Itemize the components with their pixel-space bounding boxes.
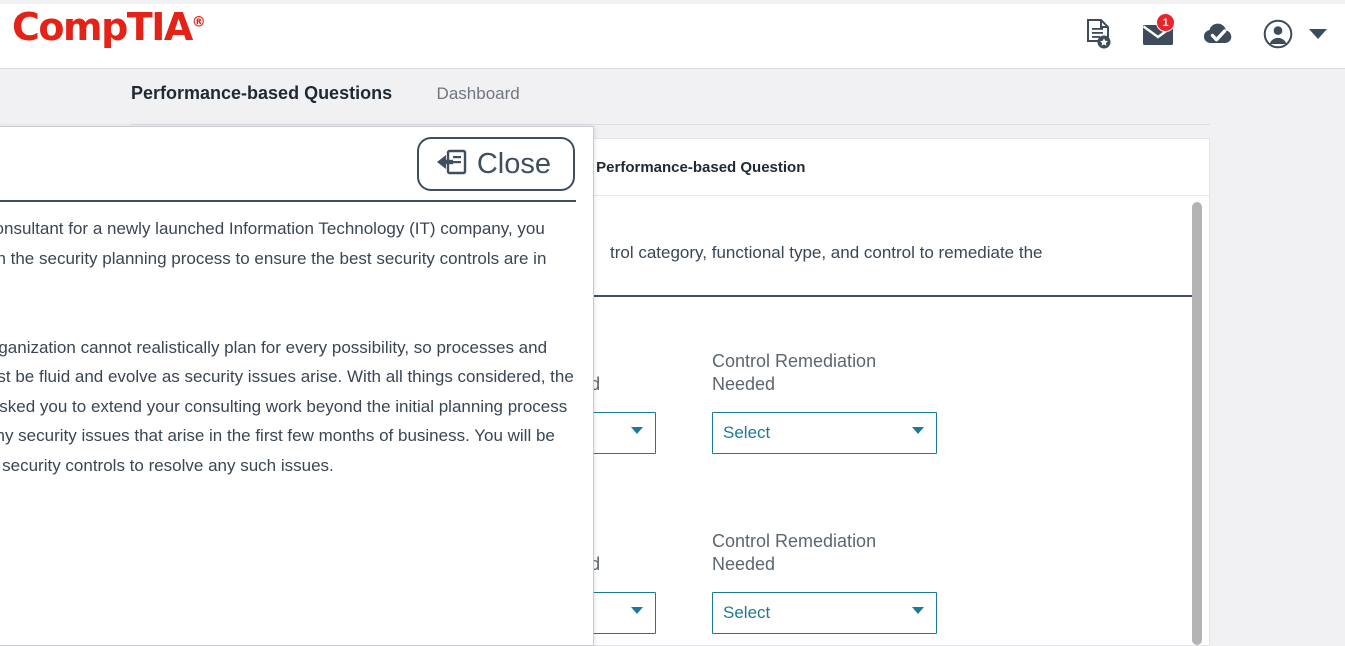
envelope-icon[interactable]: 1 xyxy=(1141,13,1175,52)
scenario-paragraph-1: As a security consultant for a newly lau… xyxy=(0,219,547,268)
cloud-check-icon[interactable] xyxy=(1201,16,1235,52)
tab-performance-based-questions[interactable]: Performance-based Questions xyxy=(131,83,393,103)
registered-mark: ® xyxy=(191,14,206,31)
logo-text: CompTIA xyxy=(12,5,193,49)
select-control[interactable]: Select xyxy=(712,412,937,454)
tab-dashboard[interactable]: Dashboard xyxy=(436,84,520,103)
select-control[interactable]: Select xyxy=(712,592,937,634)
scenario-paragraph-2: However, an organization cannot realisti… xyxy=(0,337,574,476)
scrollbar-thumb[interactable] xyxy=(1192,202,1202,645)
chevron-down-icon[interactable] xyxy=(1309,29,1327,39)
envelope-badge-count: 1 xyxy=(1156,13,1175,32)
chevron-down-icon xyxy=(631,607,643,614)
tab-divider xyxy=(131,124,1210,125)
column-control: Control Remediation Needed Select xyxy=(712,530,937,634)
scenario-divider xyxy=(0,200,576,202)
top-navigation-bar: CompTIA® 1 xyxy=(0,0,1345,69)
close-exit-icon xyxy=(435,148,467,181)
instructions-visible-text: trol category, functional type, and cont… xyxy=(610,243,1043,262)
close-button-label: Close xyxy=(476,147,551,180)
section-divider xyxy=(150,295,1193,297)
scenario-overlay-content: Scenario As a security consultant for a … xyxy=(0,127,593,481)
top-icon-group: 1 xyxy=(1081,13,1327,52)
chevron-down-icon xyxy=(631,427,643,434)
select-control-value: Select xyxy=(723,423,771,442)
user-account-icon[interactable] xyxy=(1261,16,1295,52)
chevron-down-icon xyxy=(912,427,924,434)
column-header-control: Control Remediation Needed xyxy=(712,351,877,395)
close-button[interactable]: Close xyxy=(416,137,575,191)
certificate-icon[interactable] xyxy=(1081,16,1115,52)
scenario-overlay-panel: Scenario As a security consultant for a … xyxy=(0,126,594,646)
column-control: Control Remediation Needed Select xyxy=(712,350,937,454)
select-control-value: Select xyxy=(723,603,771,622)
column-header-control: Control Remediation Needed xyxy=(712,531,877,575)
vertical-scrollbar[interactable] xyxy=(1192,202,1202,645)
comptia-logo[interactable]: CompTIA® xyxy=(12,5,206,49)
tab-bar: Performance-based Questions Dashboard xyxy=(131,69,1210,125)
chevron-down-icon xyxy=(912,607,924,614)
